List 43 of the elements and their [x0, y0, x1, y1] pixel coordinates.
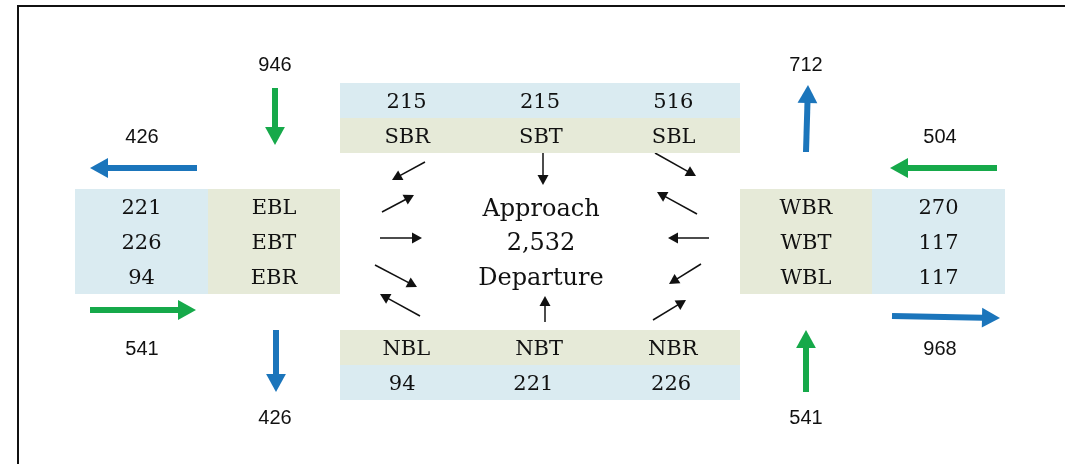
volume-value: 117: [918, 264, 959, 289]
volume-value: 504: [923, 124, 957, 148]
movement-label: SBL: [651, 123, 696, 148]
movement-label: WBR: [779, 194, 833, 219]
volume-value: 426: [125, 124, 159, 148]
movement-label: NBR: [647, 335, 698, 360]
movement-label: WBL: [780, 264, 832, 289]
volume-value: 94: [388, 370, 416, 395]
movement-label: EBL: [251, 194, 297, 219]
volume-value: 226: [121, 229, 162, 254]
volume-value: 221: [513, 370, 554, 395]
movement-label: SBT: [519, 123, 563, 148]
volume-value: 270: [918, 194, 959, 219]
movement-label: EBR: [250, 264, 298, 289]
volume-value: 215: [386, 88, 427, 113]
volume-value: 426: [258, 405, 292, 429]
movement-label: WBT: [780, 229, 832, 254]
volume-value: 541: [789, 405, 823, 429]
movement-label: SBR: [384, 123, 431, 148]
volume-value: 541: [125, 336, 159, 360]
volume-value: 215: [519, 88, 561, 113]
volume-value: 712: [789, 52, 823, 76]
volume-band: [872, 189, 1005, 294]
volume-value: 516: [653, 88, 694, 113]
movement-label: NBL: [382, 335, 431, 360]
volume-value: 94: [128, 264, 155, 289]
volume-value: 221: [121, 194, 162, 219]
volume-band: [340, 365, 740, 400]
center-label: Approach: [482, 194, 600, 222]
volume-value: 946: [258, 52, 292, 76]
center-label: 2,532: [506, 228, 576, 256]
volume-value: 968: [923, 336, 957, 360]
movement-label: NBT: [515, 335, 563, 360]
movement-band: [208, 189, 340, 294]
center-label: Departure: [478, 263, 604, 291]
movement-band: [340, 330, 740, 365]
movement-band: [740, 189, 872, 294]
movement-band: [340, 118, 740, 153]
volume-band: [340, 83, 740, 118]
volume-value: 226: [651, 370, 692, 395]
movement-label: EBT: [251, 229, 297, 254]
volume-value: 117: [918, 229, 959, 254]
volume-band: [75, 189, 208, 294]
